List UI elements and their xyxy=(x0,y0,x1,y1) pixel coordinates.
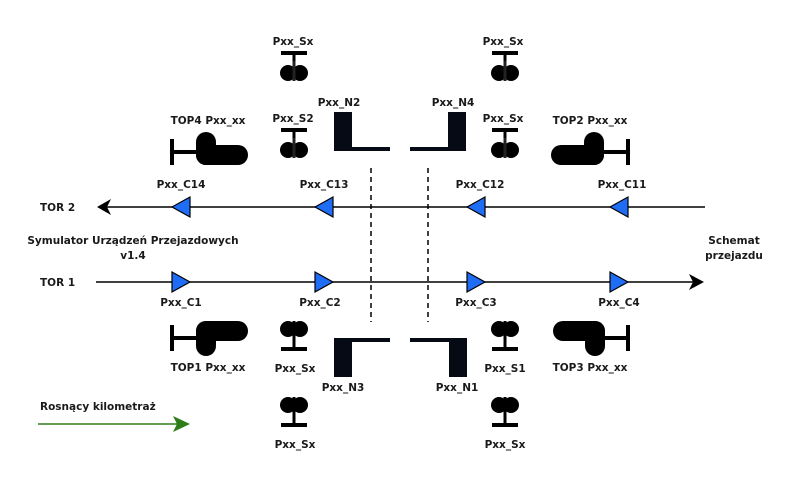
barrier-label-n2: Pxx_N2 xyxy=(318,97,361,109)
signal-ul-outer-icon xyxy=(280,51,308,81)
top4-label: TOP4 Pxx_xx xyxy=(171,115,246,127)
signal-label-ll-inner: Pxx_Sx xyxy=(275,363,316,375)
barrier-n1-icon xyxy=(410,338,467,377)
barrier-label-n3: Pxx_N3 xyxy=(322,382,365,394)
sensor-c4-icon xyxy=(609,270,630,294)
top1-device-icon xyxy=(170,321,248,356)
arrowhead-left-icon xyxy=(97,199,111,215)
signal-ur-outer-icon xyxy=(491,51,519,81)
direction-label: Rosnący kilometraż xyxy=(40,401,156,413)
sensor-label-c12: Pxx_C12 xyxy=(456,179,505,191)
signal-label-ul-outer: Pxx_Sx xyxy=(273,36,314,48)
signal-label-ll-outer: Pxx_Sx xyxy=(275,439,316,451)
track-label-tor1: TOR 1 xyxy=(40,277,75,289)
schema-label-line1: Schemat xyxy=(708,235,759,247)
sensor-c2-icon xyxy=(314,270,335,294)
top2-device-icon xyxy=(551,132,630,165)
signal-ll-inner-icon xyxy=(280,321,308,351)
signal-lr-inner-icon xyxy=(491,321,519,351)
sensor-c3-icon xyxy=(466,270,487,294)
arrowhead-right-icon xyxy=(689,274,704,290)
sensor-label-c11: Pxx_C11 xyxy=(598,179,647,191)
signal-ur-inner-icon xyxy=(491,128,519,158)
top2-label: TOP2 Pxx_xx xyxy=(553,115,628,127)
sensor-label-c14: Pxx_C14 xyxy=(157,179,206,191)
top4-device-icon xyxy=(170,132,248,165)
signal-ll-outer-icon xyxy=(280,397,308,427)
signal-label-ur-outer: Pxx_Sx xyxy=(483,36,524,48)
top1-label: TOP1 Pxx_xx xyxy=(171,362,246,374)
sensor-c14-icon xyxy=(170,195,191,219)
sensor-c1-icon xyxy=(171,270,192,294)
sensor-c13-icon xyxy=(313,195,334,219)
sensor-label-c4: Pxx_C4 xyxy=(598,297,640,309)
sensor-label-c2: Pxx_C2 xyxy=(299,297,341,309)
signal-label-lr-inner: Pxx_S1 xyxy=(484,363,525,375)
barrier-label-n4: Pxx_N4 xyxy=(432,97,475,109)
barrier-label-n1: Pxx_N1 xyxy=(436,382,479,394)
sensor-label-c13: Pxx_C13 xyxy=(300,179,349,191)
signal-ul-inner-icon xyxy=(280,128,308,158)
sensor-label-c1: Pxx_C1 xyxy=(160,297,202,309)
sensor-label-c3: Pxx_C3 xyxy=(455,297,497,309)
barrier-n4-icon xyxy=(410,112,466,151)
top3-device-icon xyxy=(553,321,630,356)
signal-lr-outer-icon xyxy=(491,397,519,427)
direction-arrow-icon xyxy=(173,416,190,432)
barrier-n3-icon xyxy=(334,338,390,377)
schema-label-line2: przejazdu xyxy=(705,250,763,262)
app-version: v1.4 xyxy=(120,250,145,262)
top3-label: TOP3 Pxx_xx xyxy=(553,362,628,374)
signal-label-ur-inner: Pxx_Sx xyxy=(483,113,524,125)
sensor-c12-icon xyxy=(465,195,486,219)
signal-label-lr-outer: Pxx_Sx xyxy=(485,439,526,451)
signal-label-ul-inner: Pxx_S2 xyxy=(272,113,313,125)
sensor-c11-icon xyxy=(608,195,629,219)
app-title: Symulator Urządzeń Przejazdowych xyxy=(27,235,238,247)
barrier-n2-icon xyxy=(334,112,390,151)
track-label-tor2: TOR 2 xyxy=(40,202,75,214)
